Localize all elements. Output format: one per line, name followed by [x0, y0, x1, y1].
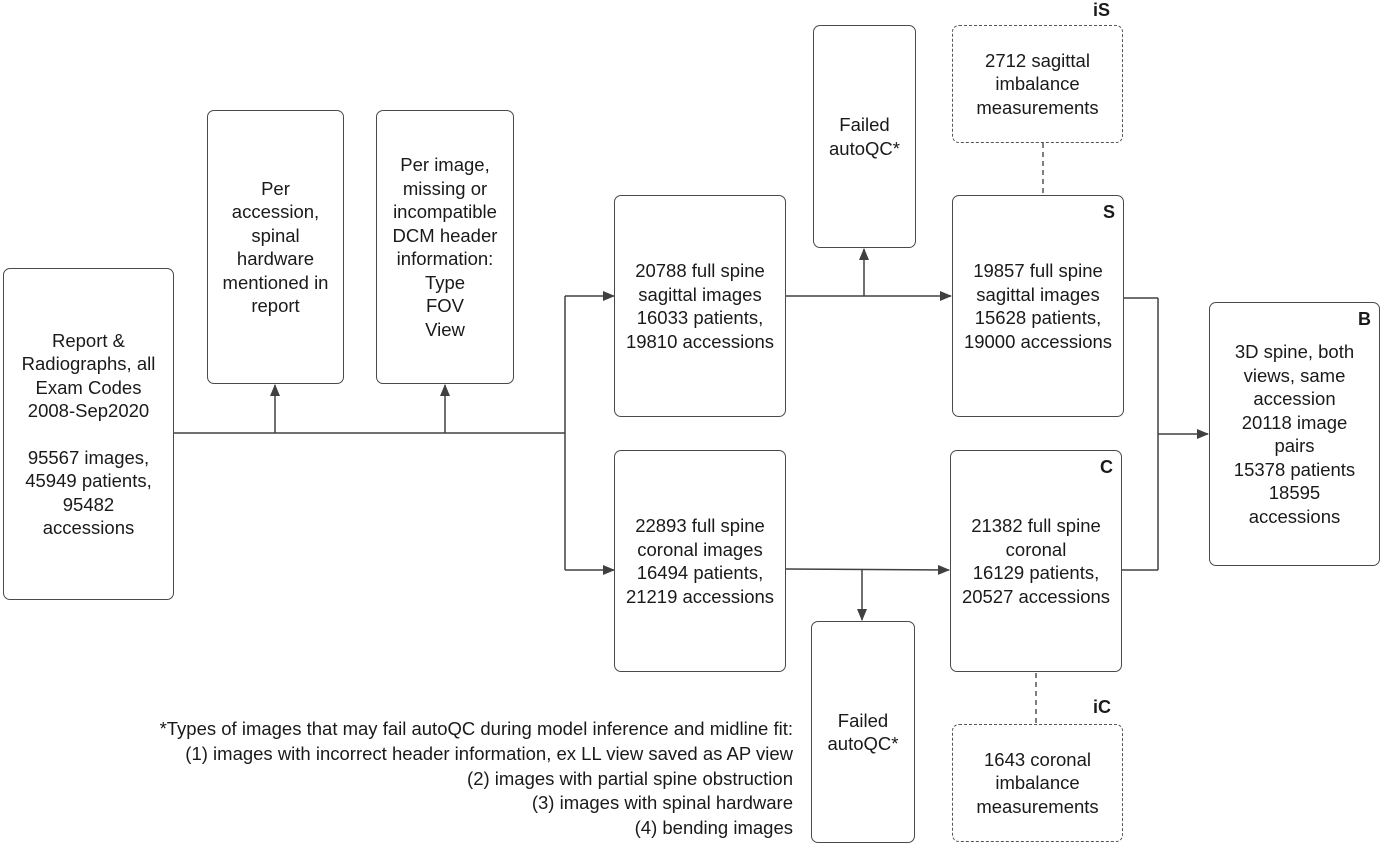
set-is-line: imbalance — [995, 73, 1080, 95]
source-line: 45949 patients, — [25, 470, 152, 491]
source-line: Radiographs, all — [21, 353, 156, 374]
set-c-line: 16129 patients, — [972, 562, 1100, 583]
set-s-line: 19857 full spine — [973, 260, 1103, 281]
header-exclusion-line: incompatible — [393, 201, 497, 222]
set-b-box: B 3D spine, both views, same accession 2… — [1209, 302, 1380, 566]
header-exclusion-line: information: — [396, 248, 494, 269]
set-s-line: 19000 accessions — [963, 330, 1113, 352]
source-line: Exam Codes — [35, 376, 142, 398]
set-c-line: coronal — [1005, 538, 1067, 560]
header-exclusion-line: View — [425, 318, 465, 340]
set-s-box: S 19857 full spine sagittal images 15628… — [952, 195, 1124, 417]
header-exclusion-line: Per image, — [400, 154, 490, 175]
set-s-line: 15628 patients, — [974, 307, 1102, 328]
set-ic-box: 1643 coronal imbalance measurements — [952, 724, 1123, 842]
coronal-line: coronal images — [637, 538, 763, 560]
set-c-line: 21382 full spine — [971, 515, 1101, 536]
set-is-box: 2712 sagittal imbalance measurements — [952, 25, 1123, 143]
header-exclusion-box: Per image, missing or incompatible DCM h… — [376, 110, 514, 384]
set-b-line: 15378 patients — [1233, 458, 1356, 480]
set-is-tag: iS — [1093, 0, 1111, 20]
set-s-line: sagittal images — [976, 283, 1100, 305]
sagittal-line: 20788 full spine — [635, 260, 765, 281]
footnote-line: (1) images with incorrect header informa… — [185, 742, 793, 764]
set-b-line: 3D spine, both — [1234, 341, 1355, 362]
sagittal-images-box: 20788 full spine sagittal images 16033 p… — [614, 195, 786, 417]
set-c-tag: C — [1100, 457, 1113, 477]
set-b-line: 18595 — [1268, 482, 1321, 503]
set-ic-line: imbalance — [995, 772, 1080, 794]
sagittal-line: 19810 accessions — [625, 330, 775, 352]
set-ic-tag: iC — [1093, 697, 1111, 717]
set-c-box: C 21382 full spine coronal 16129 patient… — [950, 450, 1122, 672]
set-b-line: views, same — [1243, 364, 1346, 386]
source-line: Report & — [51, 329, 125, 351]
set-b-line: accession — [1253, 388, 1336, 409]
coronal-images-box: 22893 full spine coronal images 16494 pa… — [614, 450, 786, 672]
set-is-line: measurements — [976, 96, 1099, 118]
sagittal-line: sagittal images — [638, 283, 762, 305]
set-b-line: accessions — [1248, 505, 1341, 527]
arrow-coronal-to-c — [785, 564, 950, 575]
set-b-line: 20118 image — [1241, 411, 1348, 433]
autoqc-footnote: *Types of images that may fail autoQC du… — [160, 717, 793, 841]
set-is-line: 2712 sagittal — [985, 49, 1090, 71]
coronal-line: 16494 patients, — [636, 562, 764, 583]
header-exclusion-line: FOV — [425, 295, 465, 316]
hardware-exclusion-line: report — [251, 295, 300, 316]
hardware-exclusion-line: mentioned in — [222, 271, 329, 293]
failed-coronal-line: autoQC* — [827, 733, 899, 754]
set-ic-line: 1643 coronal — [984, 748, 1091, 770]
footnote-line: (2) images with partial spine obstructio… — [467, 767, 793, 789]
failed-autoqc-sagittal-box: Failed autoQC* — [813, 25, 916, 248]
hardware-exclusion-line: accession, — [231, 201, 320, 222]
source-line: 95482 — [62, 493, 115, 515]
footnote-line: (4) bending images — [634, 817, 793, 839]
hardware-exclusion-line: hardware — [236, 248, 315, 269]
source-line: 2008-Sep2020 — [27, 400, 150, 421]
failed-sagittal-line: autoQC* — [829, 137, 900, 159]
source-line: accessions — [42, 517, 135, 538]
header-exclusion-line: Type — [424, 271, 466, 293]
footnote-line: *Types of images that may fail autoQC du… — [159, 718, 793, 739]
source-box: Report & Radiographs, all Exam Codes 200… — [3, 268, 174, 600]
footnote-line: (3) images with spinal hardware — [531, 792, 793, 814]
coronal-line: 22893 full spine — [635, 515, 765, 536]
hardware-exclusion-box: Per accession, spinal hardware mentioned… — [207, 110, 344, 384]
hardware-exclusion-line: Per — [261, 177, 290, 199]
failed-sagittal-line: Failed — [839, 114, 890, 135]
sagittal-line: 16033 patients, — [636, 307, 764, 328]
set-c-line: 20527 accessions — [961, 585, 1111, 607]
header-exclusion-line: DCM header — [392, 224, 498, 246]
set-b-tag: B — [1358, 309, 1371, 329]
set-b-line: pairs — [1274, 435, 1315, 456]
header-exclusion-line: missing or — [402, 177, 488, 199]
set-s-tag: S — [1102, 202, 1115, 222]
coronal-line: 21219 accessions — [625, 585, 775, 607]
failed-coronal-line: Failed — [837, 709, 889, 731]
hardware-exclusion-line: spinal — [251, 224, 300, 246]
set-ic-line: measurements — [976, 795, 1099, 817]
source-line: 95567 images, — [27, 446, 150, 468]
failed-autoqc-coronal-box: Failed autoQC* — [811, 621, 915, 843]
